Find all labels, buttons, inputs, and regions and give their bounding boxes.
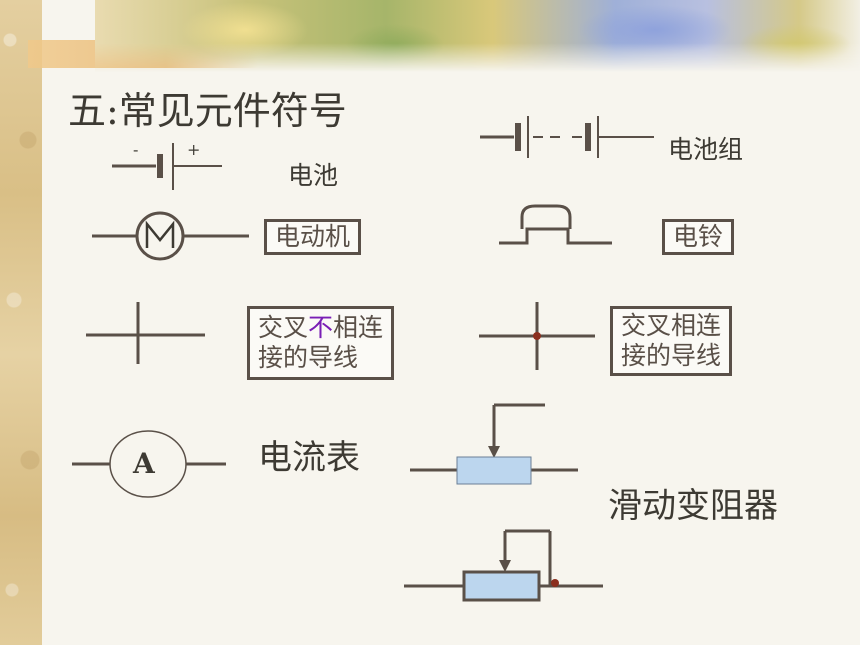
crossing-unconnected-label-box: 交叉不相连 接的导线: [247, 306, 395, 380]
battery-label: 电池: [288, 161, 339, 190]
ammeter-label: 电流表: [258, 438, 360, 478]
junction-dot: [533, 332, 541, 340]
rheostat-connected-symbol: [404, 529, 603, 588]
crossing-connected-line2: 接的导线: [621, 341, 722, 370]
crossing-unconnected-prefix: 交叉: [258, 313, 309, 342]
rheostat-connected-resistor: [462, 570, 541, 602]
background-sidebar: [0, 0, 42, 645]
crossing-unconnected-emphasis: 不: [308, 313, 334, 342]
rheostat-resistor: [456, 456, 532, 485]
battery-group-symbol: [480, 116, 654, 158]
rheostat-junction-dot: [551, 579, 559, 587]
ammeter-symbol: [72, 430, 226, 498]
battery-symbol: [112, 143, 222, 190]
crossing-unconnected-symbol: [86, 302, 205, 364]
crossing-unconnected-line2: 接的导线: [258, 343, 359, 372]
bell-label-box: 电铃: [662, 219, 735, 255]
battery-plus-label: +: [187, 140, 201, 159]
crossing-connected-label-box: 交叉相连 接的导线: [610, 306, 733, 376]
motor-m-glyph: [145, 220, 175, 248]
motor-symbol: [92, 211, 249, 261]
battery-minus-label: -: [133, 140, 139, 159]
bell-symbol: [499, 204, 612, 245]
rheostat-label: 滑动变阻器: [608, 486, 778, 526]
page-title: 五:常见元件符号: [68, 89, 347, 133]
crossing-connected-line1: 交叉相连: [621, 311, 722, 340]
motor-label-box: 电动机: [264, 219, 362, 255]
crossing-unconnected-suffix: 相连: [333, 313, 384, 342]
header-banner-image: [95, 0, 860, 72]
battery-group-label: 电池组: [668, 135, 744, 164]
ammeter-glyph: A: [133, 447, 155, 480]
rheostat-symbol: [410, 403, 578, 472]
